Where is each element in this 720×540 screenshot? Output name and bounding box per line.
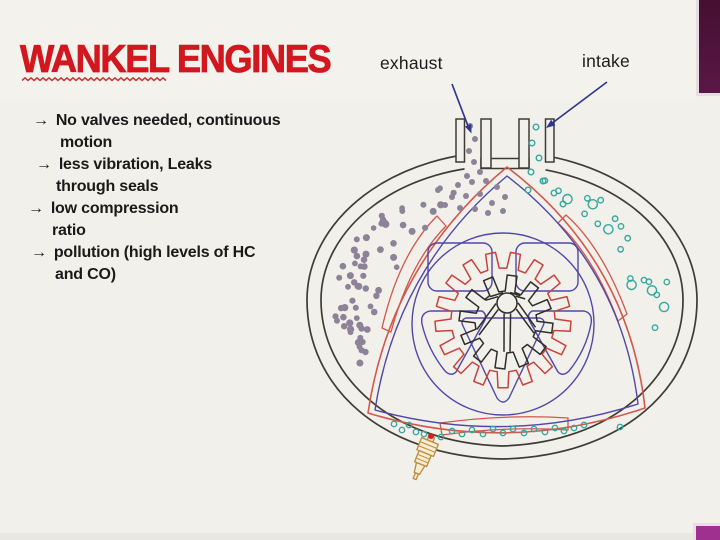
bullet-text: through seals (56, 178, 159, 195)
bullet-text: pollution (high levels of HC (53, 244, 256, 261)
bullet-text: No valves needed, continuous (55, 112, 281, 129)
exhaust-gas-dots (332, 123, 508, 367)
bullet-line: → No valves needed, continuous (33, 112, 281, 130)
ring-gear (434, 251, 572, 389)
rotor-panel-top-left (427, 242, 493, 292)
spark-plug-icon (412, 434, 439, 481)
rotor-panel-left (420, 310, 487, 375)
engine-housing-inner (320, 165, 684, 447)
bullet-text: and CO) (55, 266, 116, 283)
bullet-line: ratio (52, 222, 86, 240)
bullet-line: → pollution (high levels of HC (31, 244, 256, 262)
pinion-gear (458, 274, 554, 370)
corner-decoration-top-right (696, 0, 720, 96)
exhaust-arrow (451, 83, 472, 134)
arrow-bullet-icon: → (28, 200, 44, 217)
bullet-list: → No valves needed, continuous motion → le… (0, 0, 340, 300)
bullet-line: → low compression (28, 200, 179, 218)
bullet-text: less vibration, Leaks (58, 156, 213, 173)
background-band-top (0, 0, 696, 100)
title-underline (21, 76, 167, 82)
eccentric-hub (496, 292, 518, 314)
arrow-bullet-icon: → (36, 156, 52, 173)
background-band-bottom (0, 533, 720, 540)
intake-charge-dots (524, 123, 671, 332)
bullet-line: motion (60, 134, 112, 152)
gear-spokes (476, 291, 537, 352)
rotor-core-circle (411, 232, 595, 416)
bullet-text: motion (60, 134, 113, 151)
bullet-line: through seals (56, 178, 159, 196)
page-title: WANKEL ENGINES (20, 38, 332, 82)
bullet-line: → less vibration, Leaks (36, 156, 212, 174)
exhaust-port (455, 118, 492, 169)
intake-label: intake (582, 51, 630, 71)
engine-housing-outer (306, 151, 698, 460)
rotor-panel-top-right (515, 242, 579, 292)
exhaust-label: exhaust (380, 53, 443, 73)
intake-channel-mask (529, 150, 546, 175)
spark-point (428, 433, 434, 439)
rotor (367, 166, 646, 434)
rotor-face-pocket-bottom (439, 416, 569, 436)
intake-arrow (546, 81, 608, 128)
bullet-text: ratio (52, 222, 86, 239)
arrow-bullet-icon: → (31, 244, 47, 261)
bullet-text: low compression (50, 200, 179, 217)
rotor-face-pocket-left (381, 215, 447, 333)
rotor-inner-triangle (374, 175, 639, 428)
bullet-line: and CO) (55, 266, 116, 284)
arrow-bullet-icon: → (33, 112, 49, 129)
compressed-charge-dots (390, 420, 624, 441)
corner-decoration-bottom-right (693, 523, 720, 540)
